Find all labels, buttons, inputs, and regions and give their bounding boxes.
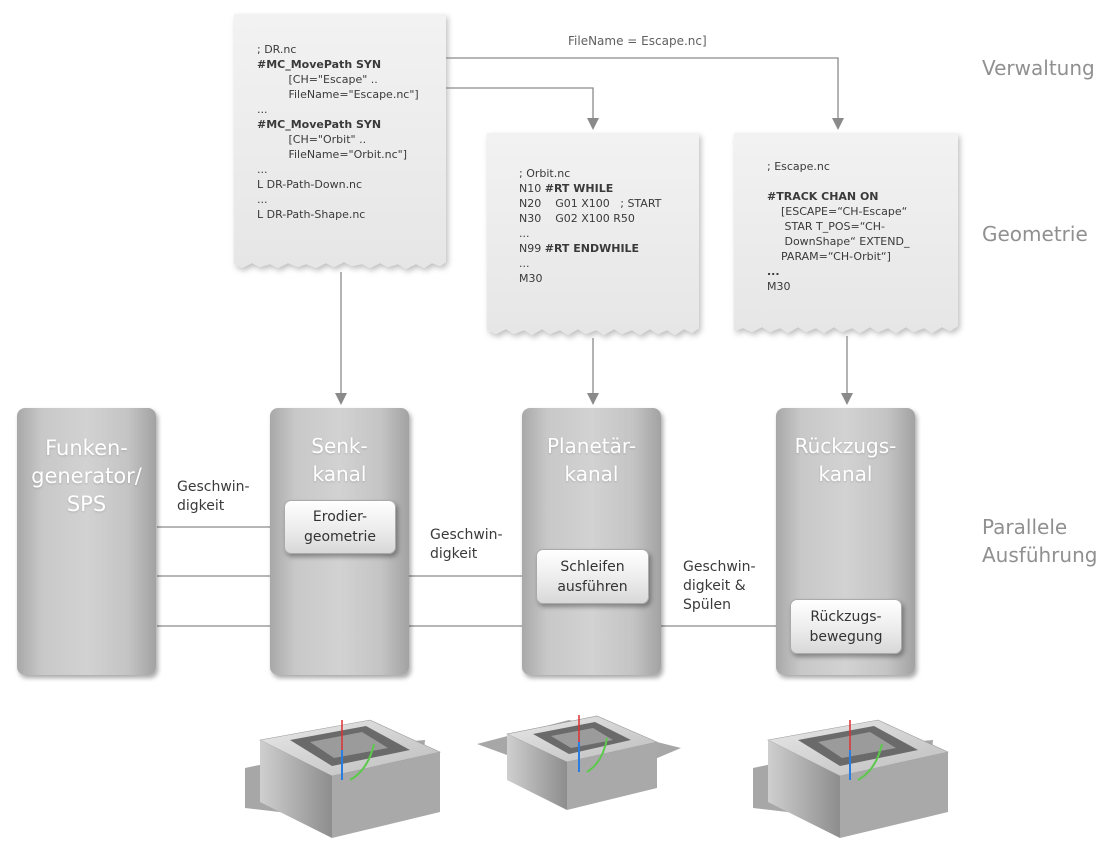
- paper-orbit: [487, 133, 699, 335]
- column-title: Planetär- kanal: [546, 434, 637, 486]
- box-erodiergeometrie: Erodier- geometrie: [284, 500, 396, 554]
- code-line: ; Orbit.nc: [519, 167, 571, 180]
- filename-note: FileName = Escape.nc]: [568, 34, 707, 48]
- flow-label-1: Geschwin- digkeit: [177, 479, 250, 514]
- code-line: L DR-Path-Shape.nc: [257, 208, 366, 221]
- code-line: [CH="Orbit" ..: [257, 133, 367, 146]
- box-schleifen: Schleifen ausführen: [536, 549, 649, 604]
- column-title: Rückzugs- kanal: [794, 434, 897, 486]
- code-line: #TRACK CHAN ON: [767, 190, 879, 203]
- column-planetaerkanal: Planetär- kanal: [522, 408, 661, 675]
- code-line: #MC_MovePath SYN: [257, 58, 382, 71]
- code-line: #MC_MovePath SYN: [257, 118, 382, 131]
- box-rueckzugsbewegung: Rückzugs- bewegung: [790, 599, 902, 654]
- model-planetaer: [477, 715, 681, 810]
- code-line: PARAM=“CH-Orbit“]: [767, 250, 891, 263]
- code-line: ; Escape.nc: [767, 160, 830, 173]
- code-line: ...: [767, 265, 780, 278]
- code-line: DownShape“ EXTEND_: [767, 235, 910, 248]
- code-line: ...: [257, 193, 268, 206]
- flow-label-2: Geschwin- digkeit: [430, 527, 503, 562]
- code-line: M30: [767, 280, 791, 293]
- code-line: ...: [519, 257, 530, 270]
- paper-dr: [234, 14, 446, 269]
- dispatch-arrows: [335, 57, 853, 405]
- code-line: N20 G01 X100 ; START: [519, 197, 662, 210]
- code-line: FileName="Escape.nc"]: [257, 88, 419, 101]
- code-escape: ; Escape.nc #TRACK CHAN ON [ESCAPE=“CH-E…: [767, 159, 909, 294]
- code-dr: ; DR.nc#MC_MovePath SYN [CH="Escape" .. …: [257, 42, 419, 222]
- code-line: ; DR.nc: [257, 43, 297, 56]
- code-line: ...: [257, 103, 268, 116]
- code-line: [ESCAPE=“CH-Escape“: [767, 205, 908, 218]
- code-line: FileName="Orbit.nc"]: [257, 148, 408, 161]
- side-label-parallel: Parallele Ausführung: [982, 515, 1098, 567]
- code-keyword: #RT WHILE: [544, 182, 614, 195]
- paper-escape: [734, 133, 958, 333]
- column-title: Senk- kanal: [311, 434, 368, 486]
- code-line: N10 #RT WHILE: [519, 182, 614, 195]
- code-line: N99 #RT ENDWHILE: [519, 242, 640, 255]
- column-funkengenerator: Funken- generator/ SPS: [17, 408, 156, 675]
- code-line: L DR-Path-Down.nc: [257, 178, 363, 191]
- side-label-verwaltung: Verwaltung: [982, 56, 1095, 80]
- code-line: [CH="Escape" ..: [257, 73, 378, 86]
- code-line: M30: [519, 272, 543, 285]
- code-line: N30 G02 X100 R50: [519, 212, 635, 225]
- model-senk: [245, 719, 441, 838]
- code-keyword: #RT ENDWHILE: [544, 242, 640, 255]
- code-line: ...: [519, 227, 530, 240]
- code-line: [767, 174, 909, 189]
- side-label-geometrie: Geometrie: [982, 222, 1088, 246]
- code-line: STAR T_POS=“CH-: [767, 220, 885, 233]
- flow-label-3: Geschwin- digkeit & Spülen: [683, 559, 756, 613]
- code-line: ...: [257, 163, 268, 176]
- column-title: Funken- generator/ SPS: [31, 436, 142, 516]
- model-rueckzug: [753, 719, 949, 838]
